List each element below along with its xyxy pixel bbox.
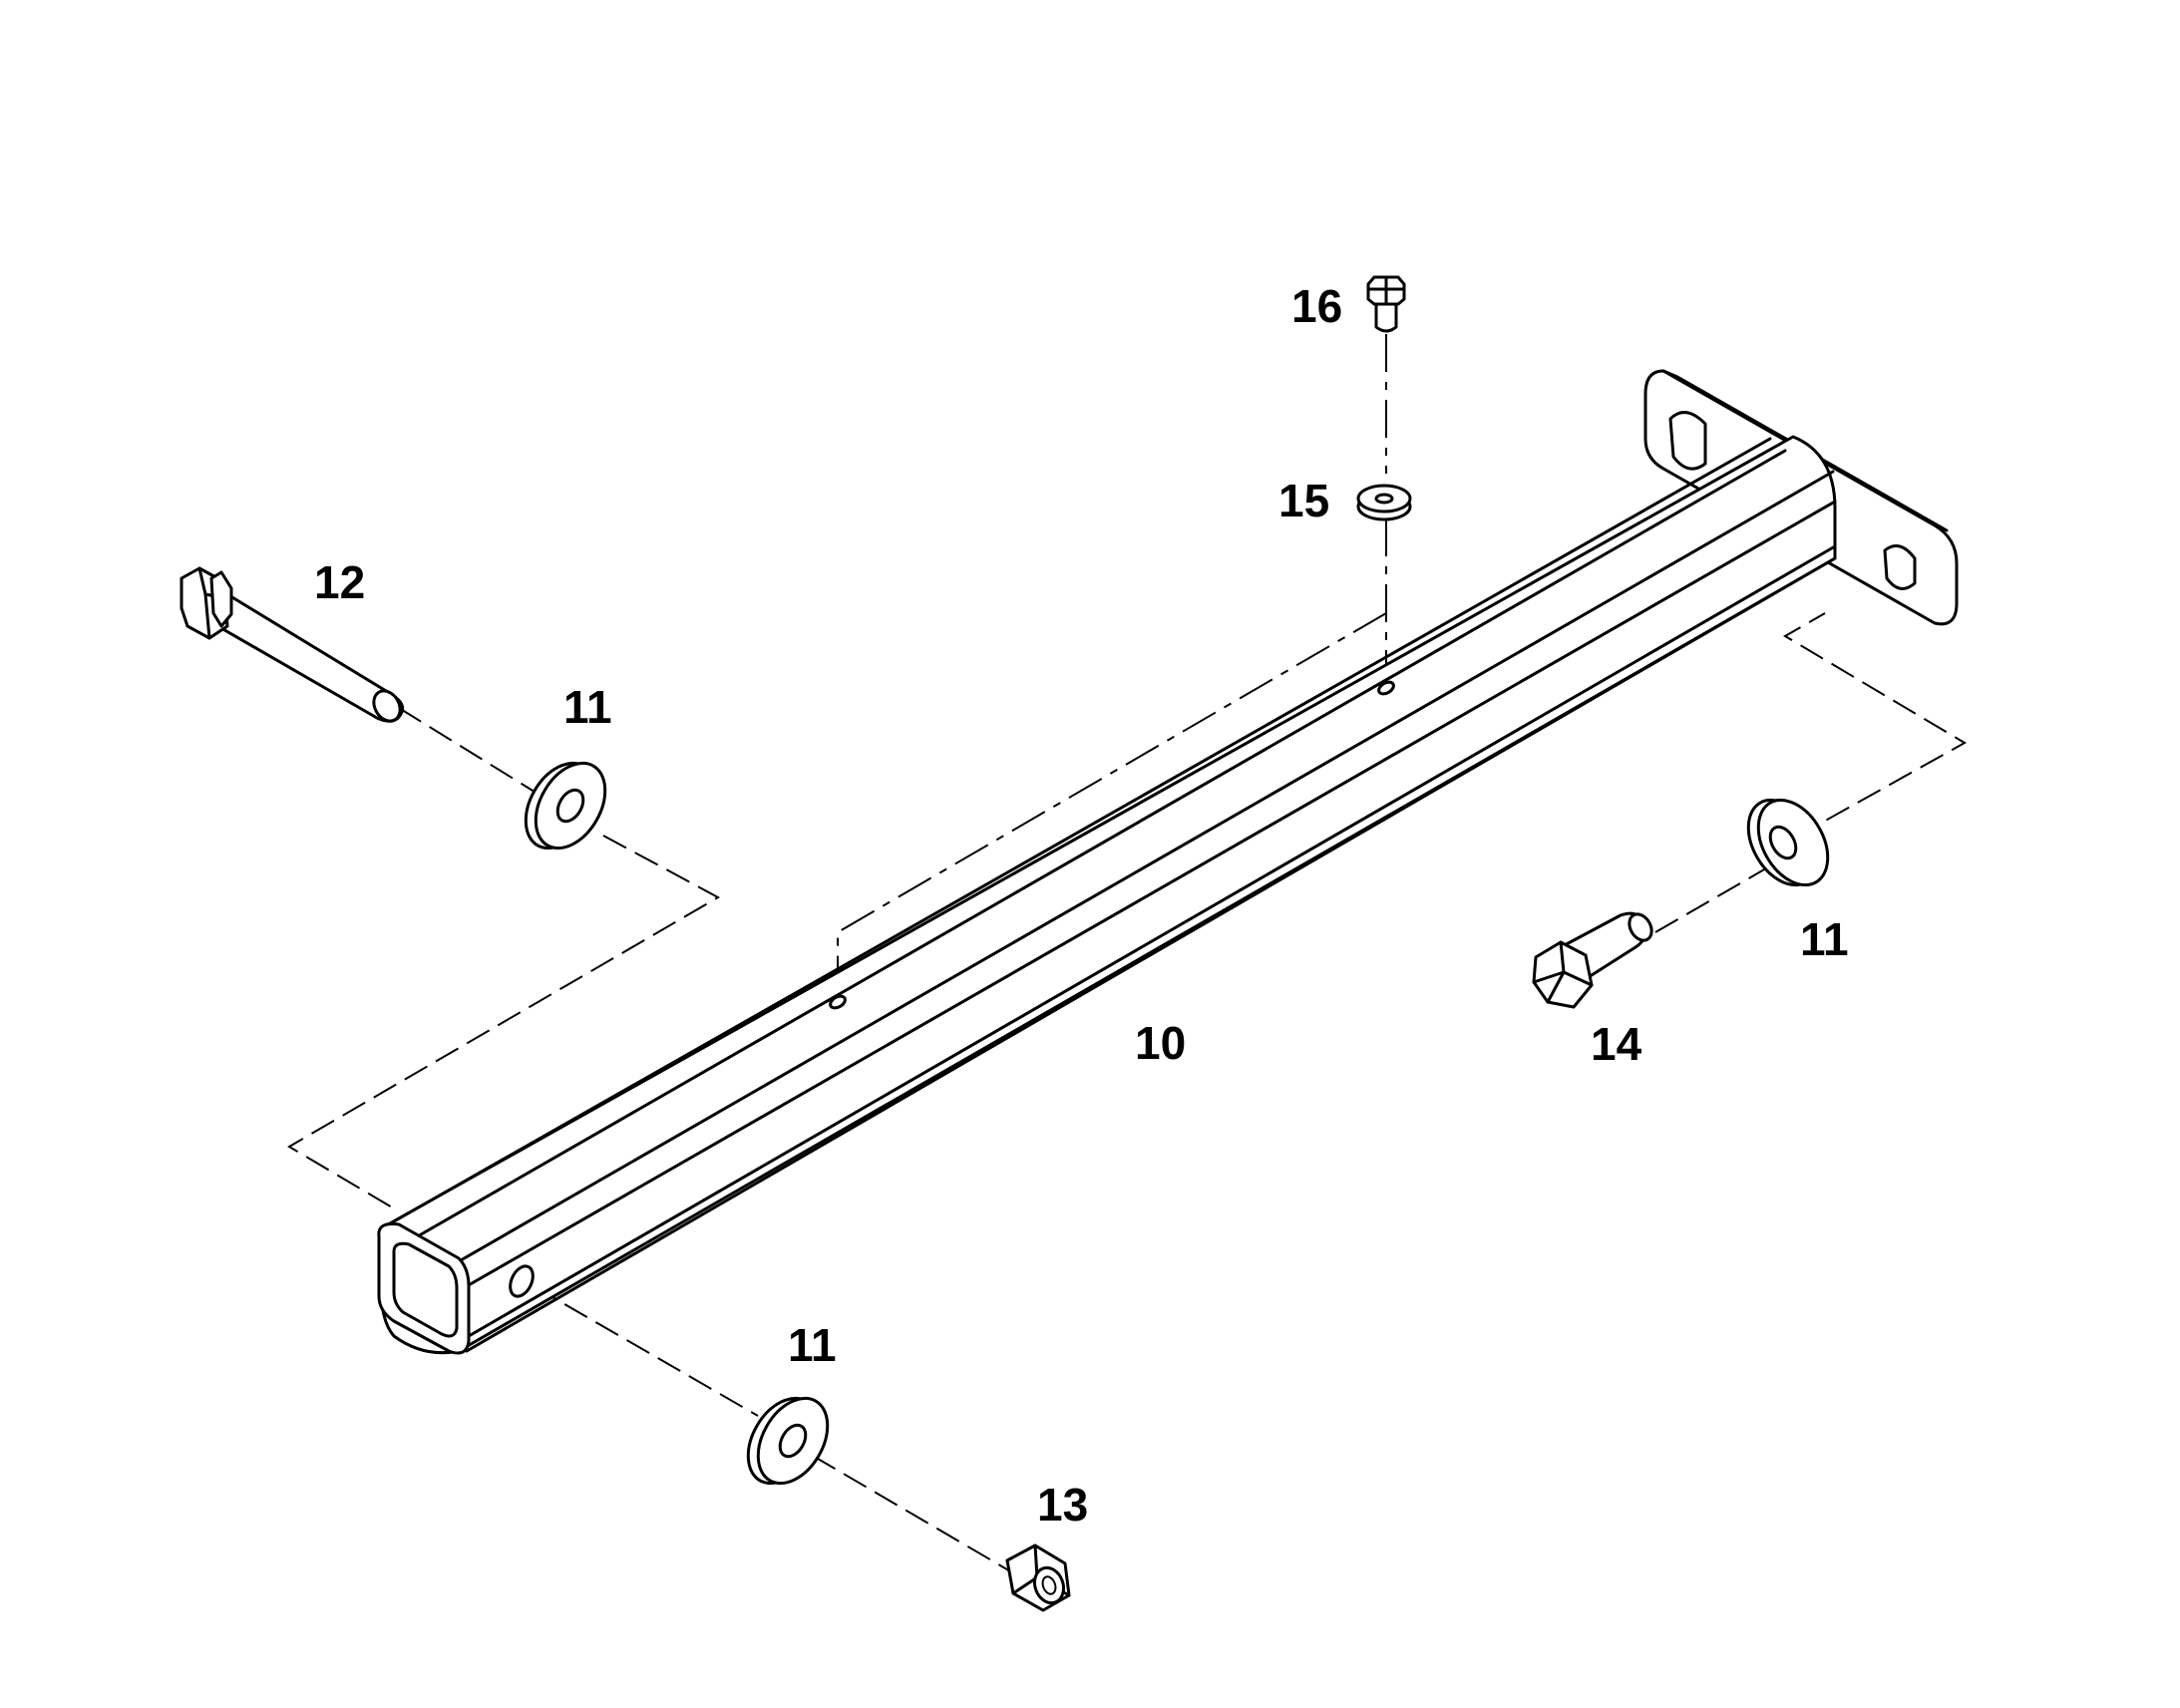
square-tube-beam	[377, 369, 1959, 1355]
short-bolt	[1532, 911, 1653, 1009]
callout-15: 15	[1278, 475, 1329, 526]
callout-14: 14	[1591, 1018, 1642, 1070]
washer-left	[524, 761, 607, 851]
callout-11-left: 11	[563, 681, 612, 733]
callout-16: 16	[1291, 280, 1342, 332]
callout-labels: 10 11 11 11 12 13 14 15 16	[314, 280, 1849, 1531]
callout-11-bottom: 11	[788, 1319, 837, 1371]
small-washer	[1356, 484, 1412, 521]
callout-11-right: 11	[1800, 913, 1849, 965]
hex-nut	[1005, 1543, 1071, 1612]
callout-12: 12	[314, 556, 365, 608]
callout-13: 13	[1037, 1479, 1088, 1531]
washer-bottom	[746, 1396, 830, 1486]
callout-10: 10	[1135, 1017, 1186, 1069]
long-bolt	[180, 566, 405, 723]
small-bolt	[1366, 275, 1406, 333]
washer-right	[1746, 798, 1830, 887]
